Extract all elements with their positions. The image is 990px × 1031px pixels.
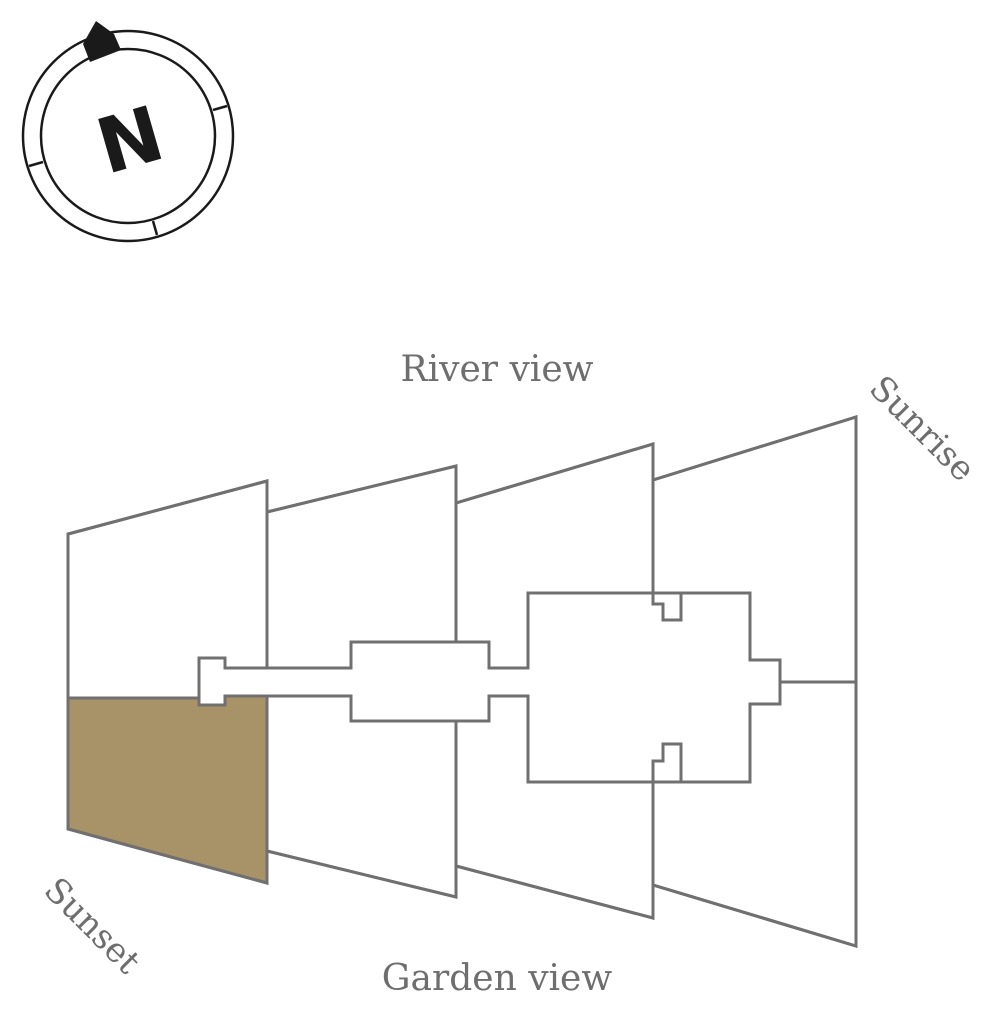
unit-west-north[interactable] xyxy=(66,479,269,700)
plan-outline xyxy=(66,414,858,949)
river-view-label: River view xyxy=(401,349,594,390)
unit-second-north[interactable] xyxy=(265,464,458,670)
sunset-label: Sunset xyxy=(36,870,148,982)
north-marker-icon xyxy=(83,21,121,62)
unit-third-north[interactable] xyxy=(454,441,683,670)
unit-third-south[interactable] xyxy=(454,694,683,920)
compass-letter: N xyxy=(87,88,173,191)
sunrise-label: Sunrise xyxy=(861,368,982,489)
unit-east-north[interactable] xyxy=(651,414,858,684)
garden-view-label: Garden view xyxy=(382,958,613,999)
unit-east-south[interactable] xyxy=(651,680,858,949)
compass-icon: N xyxy=(21,21,235,243)
unit-second-south[interactable] xyxy=(265,694,458,899)
